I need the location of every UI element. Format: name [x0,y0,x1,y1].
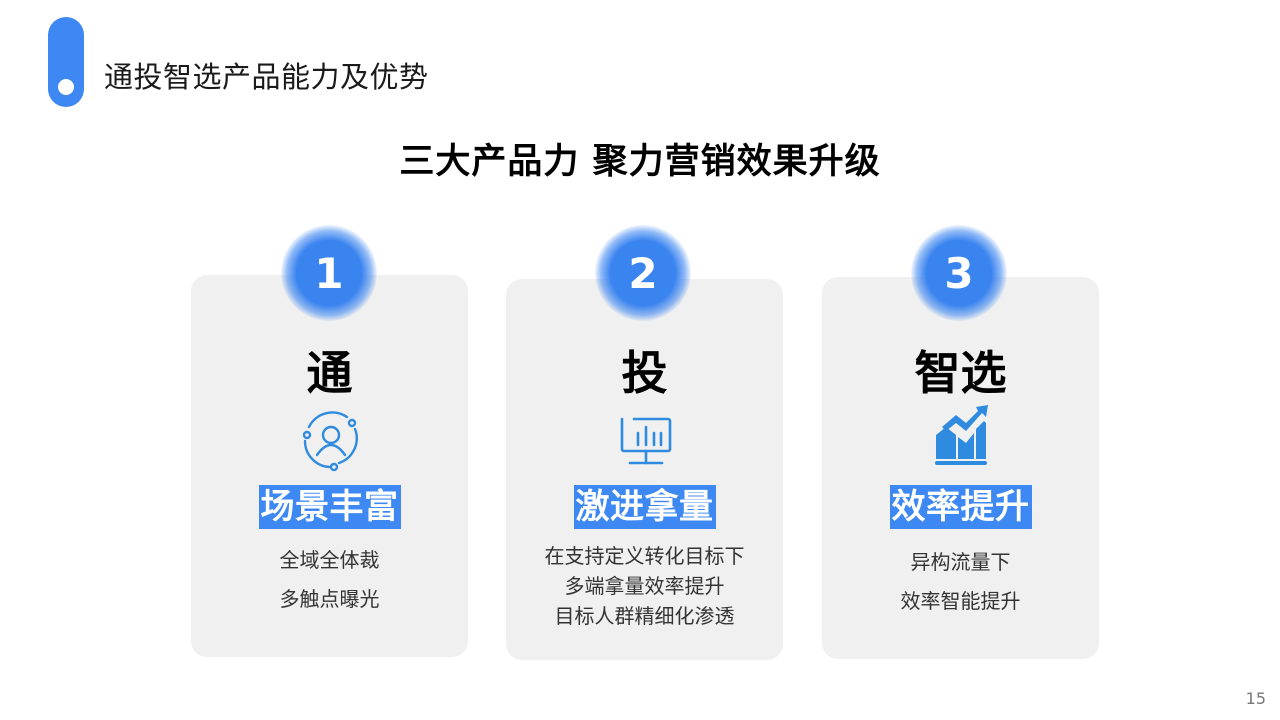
accent-dot [58,79,74,95]
growth-bar-chart-icon [926,401,996,471]
description-line: 多端拿量效率提升 [564,574,725,598]
card-tag: 激进拿量 [573,485,716,529]
description-line: 目标人群精细化渗透 [554,604,735,628]
badge-number: 3 [944,248,974,298]
description-line: 多触点曝光 [279,587,380,611]
description-line: 全域全体裁 [279,548,380,572]
card-title: 投 [621,346,668,400]
card-title: 智选 [914,346,1007,400]
number-badge: 1 [281,225,377,321]
badge-number: 1 [314,248,344,298]
card-description: 全域全体裁 多触点曝光 [191,541,468,619]
description-line: 效率智能提升 [900,589,1021,613]
card-title: 通 [306,346,353,400]
card-tag: 场景丰富 [258,485,401,529]
card-tag: 效率提升 [889,485,1032,529]
card-tong: 1 通 场景丰富 全域全体裁 多触点曝光 [191,225,468,657]
title-accent-pill [48,17,84,107]
card-tou: 2 投 激进拿量 在支持定义转化目标下 多端拿量效率提升 目标人群精细化渗透 [506,225,783,660]
description-line: 异构流量下 [910,550,1011,574]
card-description: 在支持定义转化目标下 多端拿量效率提升 目标人群精细化渗透 [506,541,783,631]
monitor-chart-icon [610,405,680,475]
number-badge: 2 [595,225,691,321]
user-circle-icon [295,405,365,475]
description-line: 在支持定义转化目标下 [544,544,745,568]
page-number: 15 [1245,689,1266,708]
card-zhixuan: 3 智选 效率提升 异构流量下 效率智能提升 [822,225,1099,659]
page-title: 通投智选产品能力及优势 [104,60,429,94]
headline: 三大产品力 聚力营销效果升级 [399,142,881,182]
number-badge: 3 [911,225,1007,321]
badge-number: 2 [628,248,658,298]
card-description: 异构流量下 效率智能提升 [822,543,1099,621]
